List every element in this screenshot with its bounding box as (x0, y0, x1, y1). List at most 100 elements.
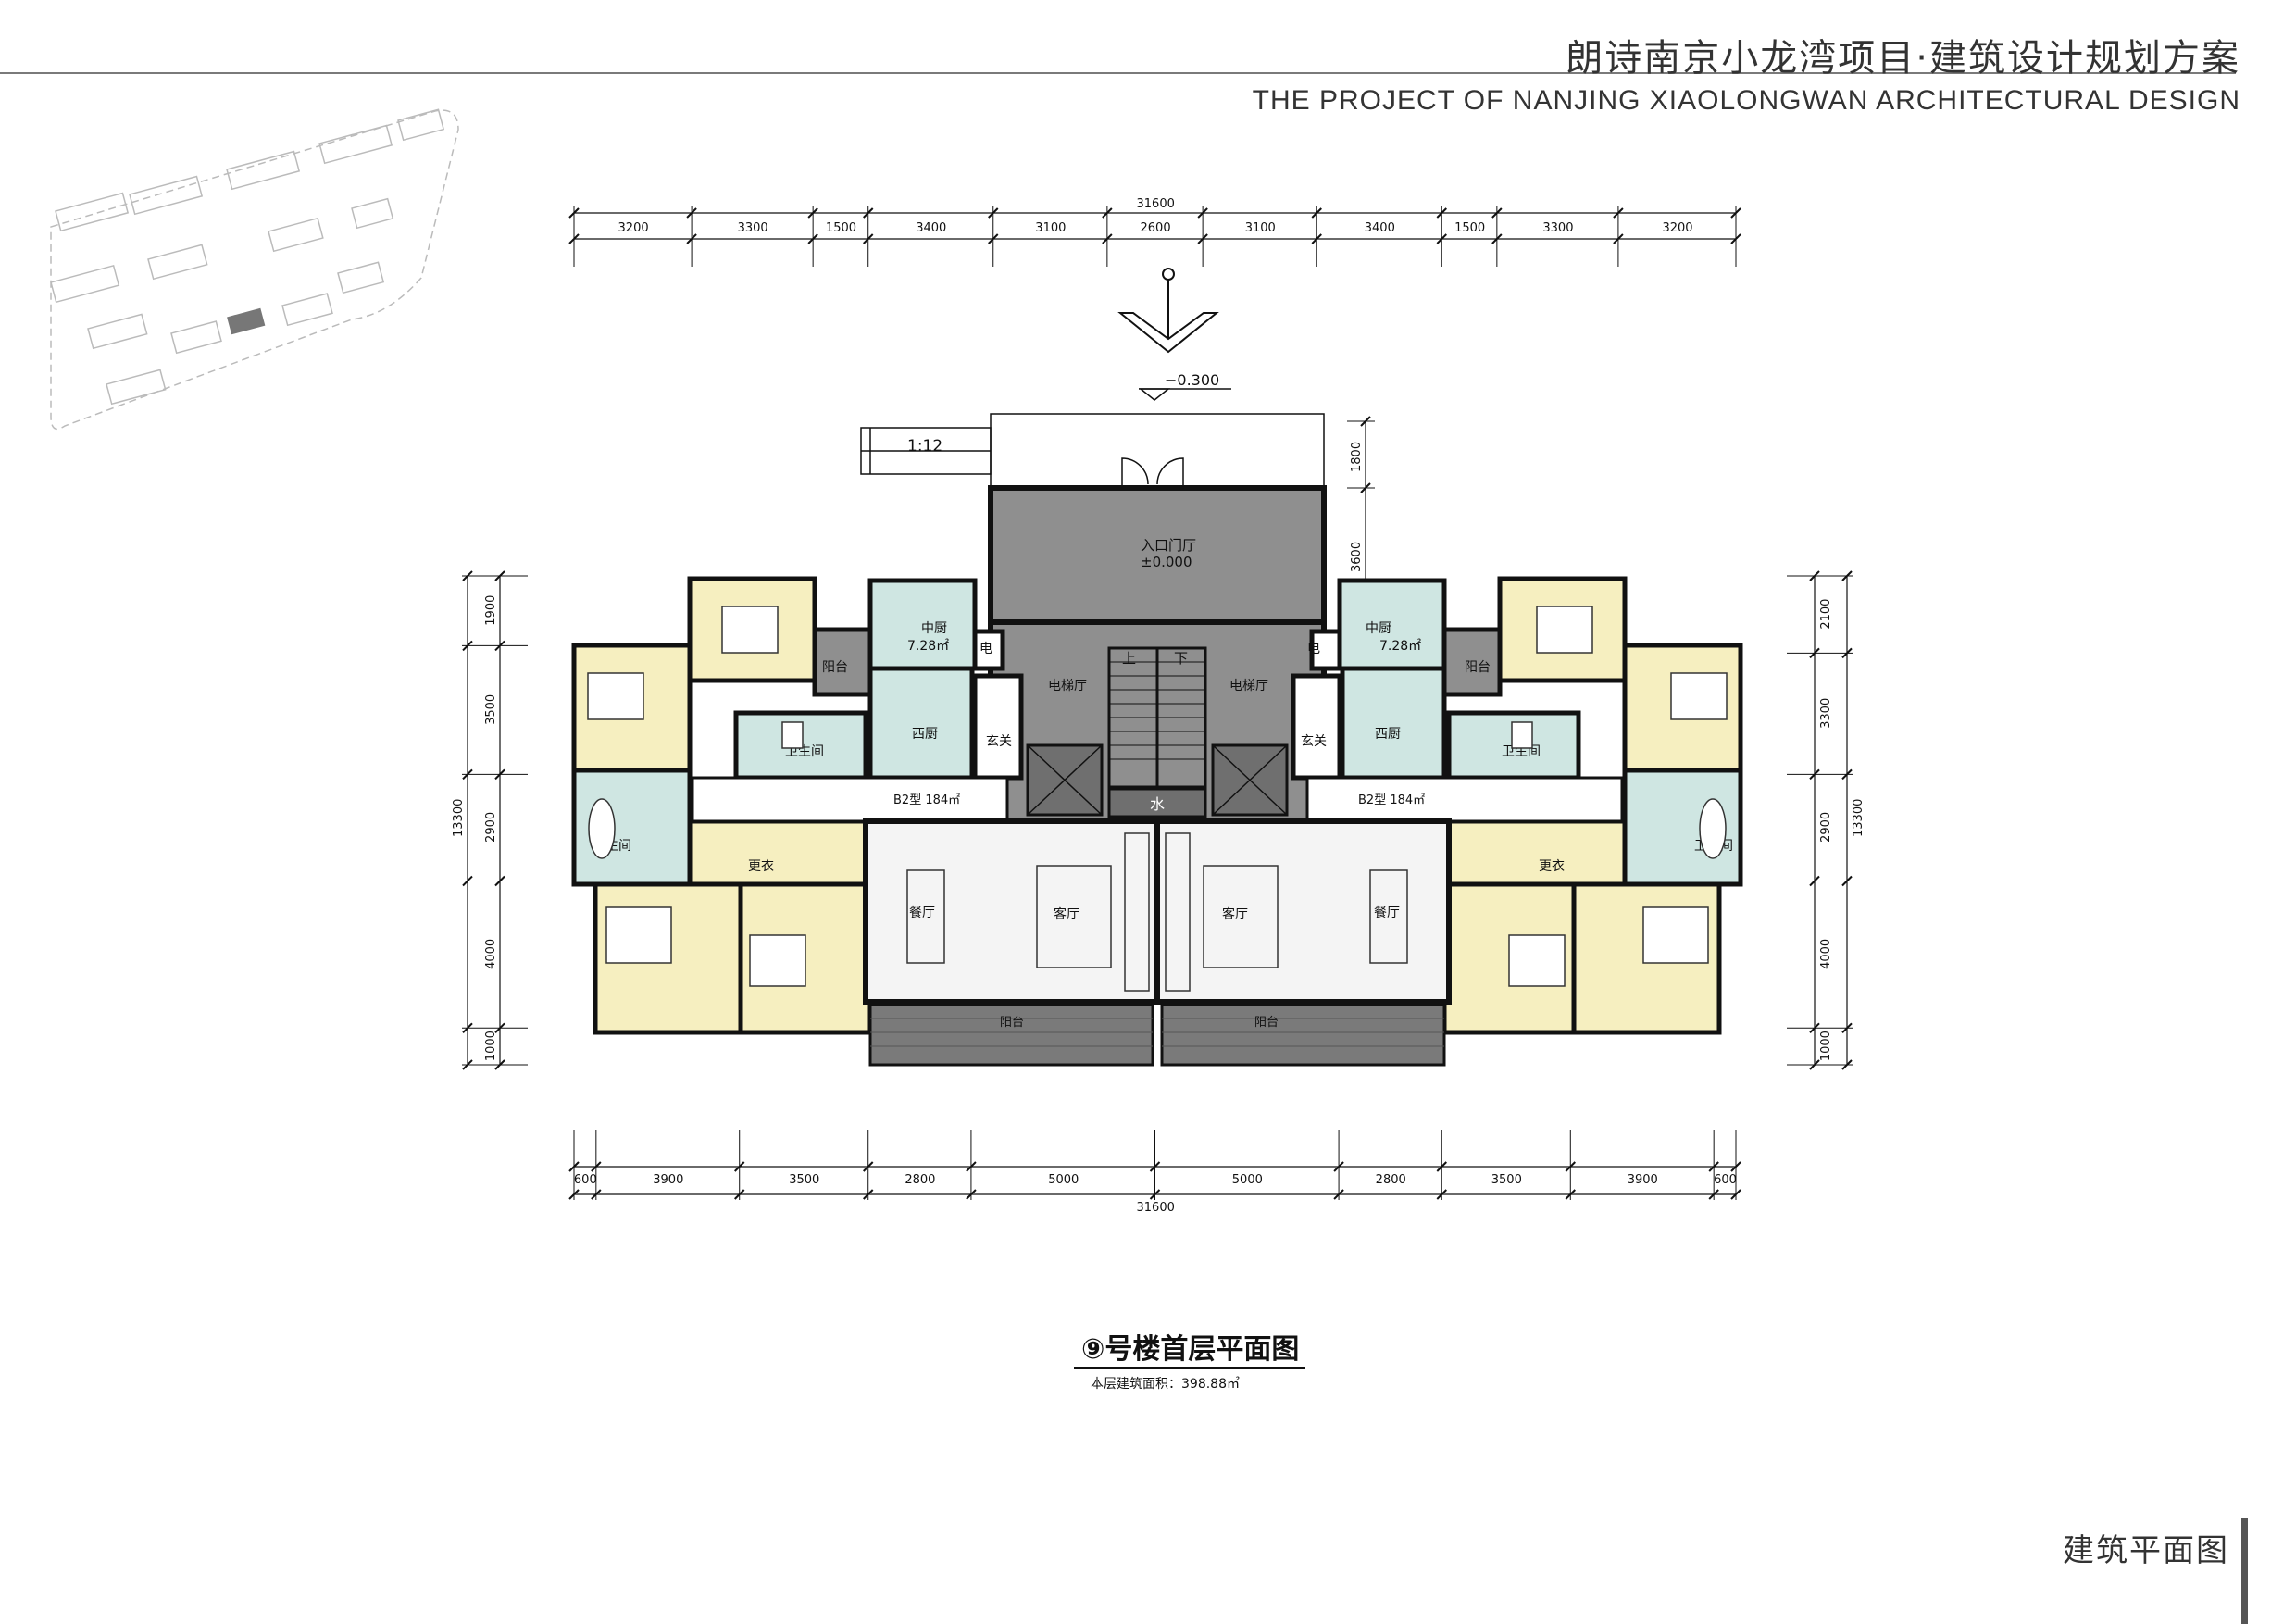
top-dim: 3400 (916, 221, 946, 235)
foyer (972, 673, 1024, 781)
dining-right: 餐厅 (1374, 906, 1400, 920)
living-zone: 餐厅 餐厅 客厅 客厅 (863, 818, 1452, 1005)
living-left: 客厅 (1054, 906, 1079, 922)
dining-left: 餐厅 (909, 906, 935, 920)
bottom-dim: 600 (574, 1173, 597, 1187)
living-right: 客厅 (1222, 906, 1248, 922)
foyer-label: 玄关 (986, 733, 1012, 749)
kitchen-area: 7.28㎡ (907, 639, 949, 654)
closet-label: 更衣 (748, 859, 774, 874)
balconies: 阳台 阳台 (868, 1003, 1446, 1067)
kitchen (1337, 578, 1447, 671)
electric-room (1309, 629, 1342, 671)
plan-title: ⑨号楼首层平面图 (1081, 1333, 1300, 1366)
kitchen-area: 7.28㎡ (1379, 639, 1421, 654)
building-9-highlight (227, 307, 266, 335)
north-arrow-icon (1117, 268, 1219, 354)
project-title-cn: 朗诗南京小龙湾项目·建筑设计规划方案 (1566, 37, 2240, 80)
side-dim: 1800 (1350, 442, 1364, 472)
dimension-left: 13300 1900 3500 2900 4000 1000 (452, 570, 528, 1070)
bottom-dim: 3500 (789, 1173, 819, 1187)
stair-up-label: 上 (1122, 650, 1136, 667)
unit-label-right: B2型 184㎡ (1358, 793, 1425, 807)
left-dim: 4000 (484, 939, 498, 969)
footer-label: 建筑平面图 (2063, 1532, 2229, 1569)
unit-label-left: B2型 184㎡ (893, 793, 960, 807)
ramp-text: 1:12 (907, 437, 942, 456)
header-rule (0, 72, 2236, 74)
top-dim: 3200 (618, 221, 649, 235)
bottom-dim: 3900 (653, 1173, 683, 1187)
entrance-lobby: 入口门厅 ±0.000 (988, 485, 1327, 625)
foyer-label: 玄关 (1301, 733, 1327, 749)
project-title-en: THE PROJECT OF NANJING XIAOLONGWAN ARCHI… (1252, 85, 2240, 116)
plan-area-text: 本层建筑面积：398.88㎡ (1091, 1377, 1240, 1392)
foyer (1291, 673, 1342, 781)
dimension-top: 31600 3200 3300 1500 3400 3100 2600 3100 3400 150… (568, 197, 1741, 267)
left-dim: 1900 (484, 595, 498, 626)
site-keymap (50, 108, 459, 431)
west-kitchen-label: 西厨 (912, 727, 938, 742)
top-dim: 3400 (1365, 221, 1395, 235)
elevator-hall-right: 电梯厅 (1229, 679, 1268, 693)
dimension-right: 13300 2100 3300 2900 4000 1000 1800 3600 (1347, 416, 1866, 1070)
kitchen-label: 中厨 (1366, 621, 1391, 636)
service-balcony-label: 阳台 (822, 660, 848, 675)
lobby-elev: ±0.000 (1141, 554, 1192, 570)
closet (1441, 818, 1628, 887)
service-balcony-label: 阳台 (1465, 660, 1491, 675)
top-total: 31600 (1137, 197, 1175, 211)
closet-label: 更衣 (1539, 859, 1565, 874)
kitchen-label: 中厨 (921, 621, 947, 636)
west-kitchen (1340, 666, 1447, 781)
plan-title-underline (1074, 1367, 1305, 1369)
right-total: 13300 (1852, 799, 1866, 837)
top-dim: 1500 (1454, 221, 1485, 235)
west-kitchen-label: 西厨 (1375, 727, 1401, 742)
core: 水 上 下 电梯厅 电梯厅 (988, 619, 1327, 824)
side-dim: 3600 (1350, 542, 1364, 572)
electric-room-label: 电 (980, 642, 992, 656)
elevation-text: −0.300 (1165, 371, 1219, 389)
entrance-ramp: 1:12 (860, 413, 1325, 489)
footer-bar (2241, 1518, 2248, 1624)
top-dim: 3200 (1662, 221, 1692, 235)
electric-room-label: 电 (1307, 642, 1320, 656)
bottom-dim: 5000 (1048, 1173, 1079, 1187)
bottom-dim: 2800 (905, 1173, 935, 1187)
electric-room (972, 629, 1005, 671)
west-kitchen (867, 666, 975, 781)
right-dim: 3300 (1819, 698, 1833, 729)
service-balcony (1441, 627, 1503, 697)
left-dim: 1000 (484, 1031, 498, 1061)
bottom-total: 31600 (1137, 1201, 1175, 1215)
bottom-dim: 3900 (1628, 1173, 1658, 1187)
right-dim: 2900 (1819, 812, 1833, 843)
bottom-dim: 5000 (1232, 1173, 1263, 1187)
top-dim: 3300 (1542, 221, 1573, 235)
top-dim: 1500 (826, 221, 856, 235)
lobby-label: 入口门厅 (1141, 537, 1196, 554)
top-dim: 3100 (1035, 221, 1066, 235)
right-dim: 2100 (1819, 599, 1833, 630)
left-dim: 3500 (484, 694, 498, 725)
left-total: 13300 (452, 799, 466, 837)
unit-labels: B2型 184㎡ B2型 184㎡ (893, 793, 1425, 807)
bottom-dim: 2800 (1376, 1173, 1406, 1187)
right-dim: 4000 (1819, 939, 1833, 969)
stair-down-label: 下 (1174, 650, 1188, 667)
elevator-hall-left: 电梯厅 (1048, 679, 1087, 693)
bottom-dim: 3500 (1491, 1173, 1522, 1187)
left-dim: 2900 (484, 812, 498, 843)
balcony-left-label: 阳台 (1000, 1016, 1024, 1030)
top-dim: 3300 (738, 221, 768, 235)
balcony-right-label: 阳台 (1254, 1016, 1279, 1030)
top-dim: 2600 (1141, 221, 1171, 235)
water-room-label: 水 (1150, 795, 1165, 813)
closet (687, 818, 873, 887)
top-dim: 3100 (1245, 221, 1276, 235)
right-dim: 1000 (1819, 1031, 1833, 1061)
dimension-bottom: 31600 600 3900 3500 2800 5000 5000 2800 3500 3900… (568, 1130, 1741, 1215)
